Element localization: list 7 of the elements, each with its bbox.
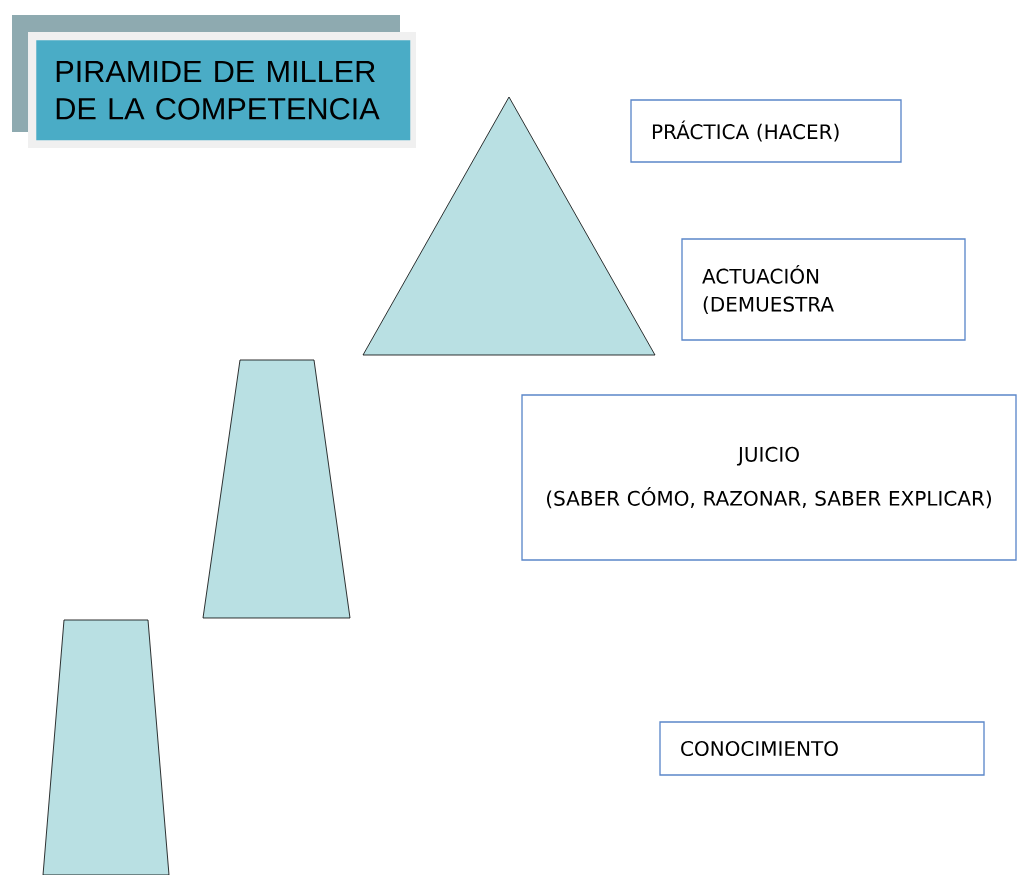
trapezoid-shape <box>202 359 351 619</box>
title-banner: PIRAMIDE DE MILLER DE LA COMPETENCIA <box>12 15 416 148</box>
text-box: CONOCIMIENTO <box>659 721 985 776</box>
trapezoid-shape <box>42 619 170 875</box>
text-box: JUICIO (SABER CÓMO, RAZONAR, SABER EXPLICAR) <box>521 394 1017 561</box>
text-box: PRÁCTICA (HACER) <box>630 99 902 163</box>
text-box: ACTUACIÓN (DEMUESTRA <box>681 238 966 341</box>
